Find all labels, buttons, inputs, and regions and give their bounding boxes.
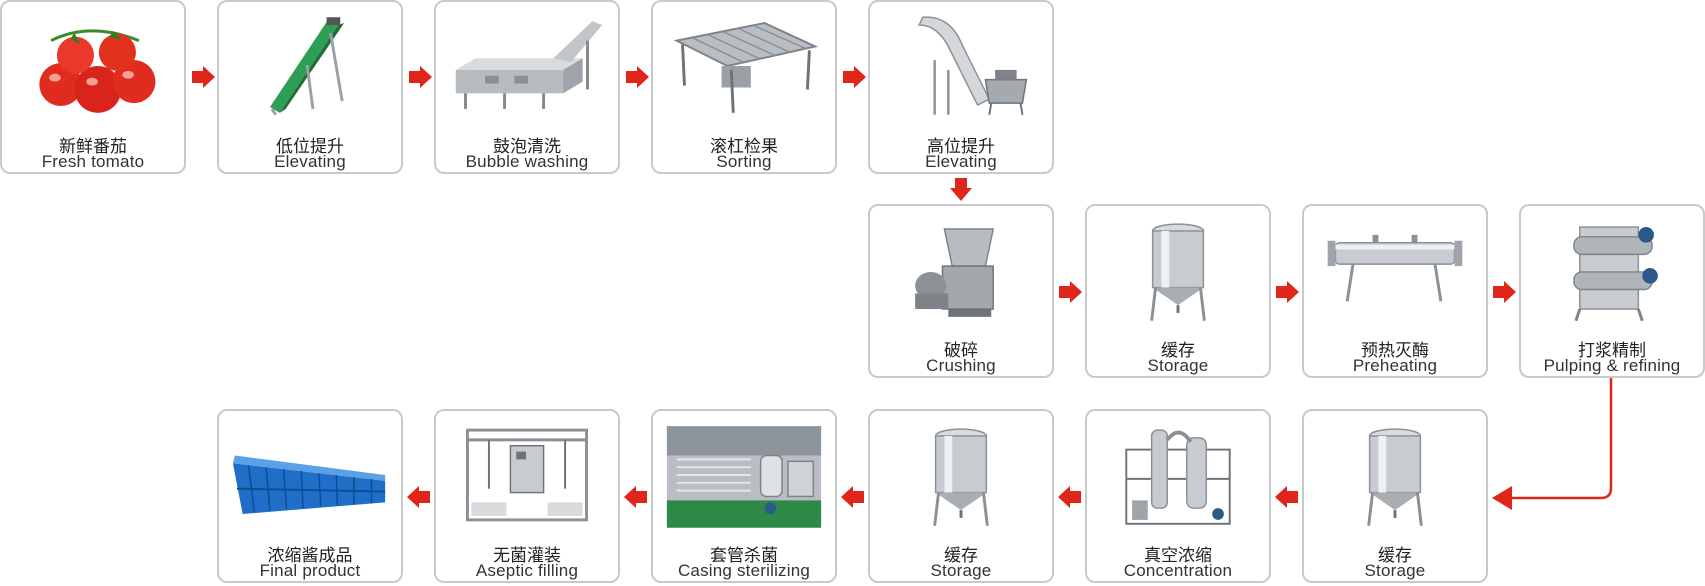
step-name-en: Pulping & refining bbox=[1543, 356, 1681, 375]
step-card-storage-1: 缓存 Storage bbox=[1085, 204, 1271, 378]
step-card-sorting: 滚杠检果 Sorting bbox=[651, 0, 837, 174]
flow-arrow-left bbox=[841, 486, 864, 508]
step-name-en: Storage bbox=[1364, 561, 1426, 580]
step-name-zh: 打浆精制 bbox=[1578, 341, 1646, 361]
preheater-icon bbox=[1314, 214, 1476, 326]
high-elevator-icon bbox=[880, 10, 1042, 122]
step-name-en: Elevating bbox=[925, 152, 997, 171]
washing-machine-icon bbox=[446, 10, 608, 122]
step-card-casing-sterilizing: 套管杀菌 Casing sterilizing bbox=[651, 409, 837, 583]
storage-tank-icon bbox=[1314, 419, 1476, 531]
step-name-zh: 真空浓缩 bbox=[1144, 546, 1212, 566]
step-name-en: Concentration bbox=[1123, 561, 1233, 580]
step-name-en: Final product bbox=[259, 561, 361, 580]
flow-arrow-right bbox=[1276, 281, 1299, 303]
step-name-zh: 缓存 bbox=[944, 546, 978, 566]
step-name-zh: 预热灭酶 bbox=[1361, 341, 1429, 361]
step-name-en: Fresh tomato bbox=[41, 152, 145, 171]
step-card-high-elevating: 高位提升 Elevating bbox=[868, 0, 1054, 174]
sterilizer-icon bbox=[663, 419, 825, 531]
flow-arrow-right bbox=[409, 66, 432, 88]
step-name-zh: 无菌灌装 bbox=[493, 546, 561, 566]
step-name-en: Preheating bbox=[1352, 356, 1438, 375]
flow-arrow-left bbox=[1275, 486, 1298, 508]
step-name-en: Aseptic filling bbox=[475, 561, 579, 580]
step-card-concentration: 真空浓缩 Concentration bbox=[1085, 409, 1271, 583]
step-card-crushing: 破碎 Crushing bbox=[868, 204, 1054, 378]
step-name-zh: 新鲜番茄 bbox=[59, 137, 127, 157]
step-name-zh: 鼓泡清洗 bbox=[493, 137, 561, 157]
step-name-en: Casing sterilizing bbox=[677, 561, 811, 580]
step-card-fresh-tomato: 新鲜番茄 Fresh tomato bbox=[0, 0, 186, 174]
step-name-en: Elevating bbox=[274, 152, 346, 171]
step-name-en: Storage bbox=[1147, 356, 1209, 375]
flow-arrow-right bbox=[192, 66, 215, 88]
step-name-zh: 套管杀菌 bbox=[710, 546, 778, 566]
tomato-icon bbox=[12, 10, 174, 122]
step-card-low-elevating: 低位提升 Elevating bbox=[217, 0, 403, 174]
flow-arrow-down bbox=[950, 178, 972, 201]
step-card-final-product: 浓缩酱成品 Final product bbox=[217, 409, 403, 583]
step-name-en: Crushing bbox=[926, 356, 996, 375]
step-name-zh: 低位提升 bbox=[276, 137, 344, 157]
flow-arrow-right bbox=[1493, 281, 1516, 303]
step-card-aseptic-filling: 无菌灌装 Aseptic filling bbox=[434, 409, 620, 583]
step-card-preheating: 预热灭酶 Preheating bbox=[1302, 204, 1488, 378]
flow-arrow-left bbox=[1058, 486, 1081, 508]
step-card-storage-2: 缓存 Storage bbox=[1302, 409, 1488, 583]
step-name-en: Bubble washing bbox=[465, 152, 589, 171]
flow-arrow-left bbox=[407, 486, 430, 508]
aseptic-filler-icon bbox=[446, 419, 608, 531]
flow-arrow-left bbox=[624, 486, 647, 508]
crusher-icon bbox=[880, 214, 1042, 326]
storage-tank-icon bbox=[1097, 214, 1259, 326]
step-name-en: Storage bbox=[930, 561, 992, 580]
step-name-zh: 滚杠检果 bbox=[710, 137, 778, 157]
storage-tank-icon bbox=[880, 419, 1042, 531]
evaporator-icon bbox=[1097, 419, 1259, 531]
step-card-bubble-washing: 鼓泡清洗 Bubble washing bbox=[434, 0, 620, 174]
step-name-en: Sorting bbox=[716, 152, 772, 171]
flow-arrow-right bbox=[843, 66, 866, 88]
step-name-zh: 高位提升 bbox=[927, 137, 995, 157]
low-elevator-icon bbox=[229, 10, 391, 122]
pulper-icon bbox=[1531, 214, 1693, 326]
flow-arrow-right bbox=[1059, 281, 1082, 303]
step-card-pulping-refining: 打浆精制 Pulping & refining bbox=[1519, 204, 1705, 378]
step-card-storage-3: 缓存 Storage bbox=[868, 409, 1054, 583]
step-name-zh: 浓缩酱成品 bbox=[267, 546, 353, 566]
step-name-zh: 缓存 bbox=[1161, 341, 1195, 361]
step-name-zh: 缓存 bbox=[1378, 546, 1412, 566]
step-name-zh: 破碎 bbox=[944, 341, 978, 361]
drum-stack-icon bbox=[229, 419, 391, 531]
sorting-machine-icon bbox=[663, 10, 825, 122]
flow-arrow-right bbox=[626, 66, 649, 88]
